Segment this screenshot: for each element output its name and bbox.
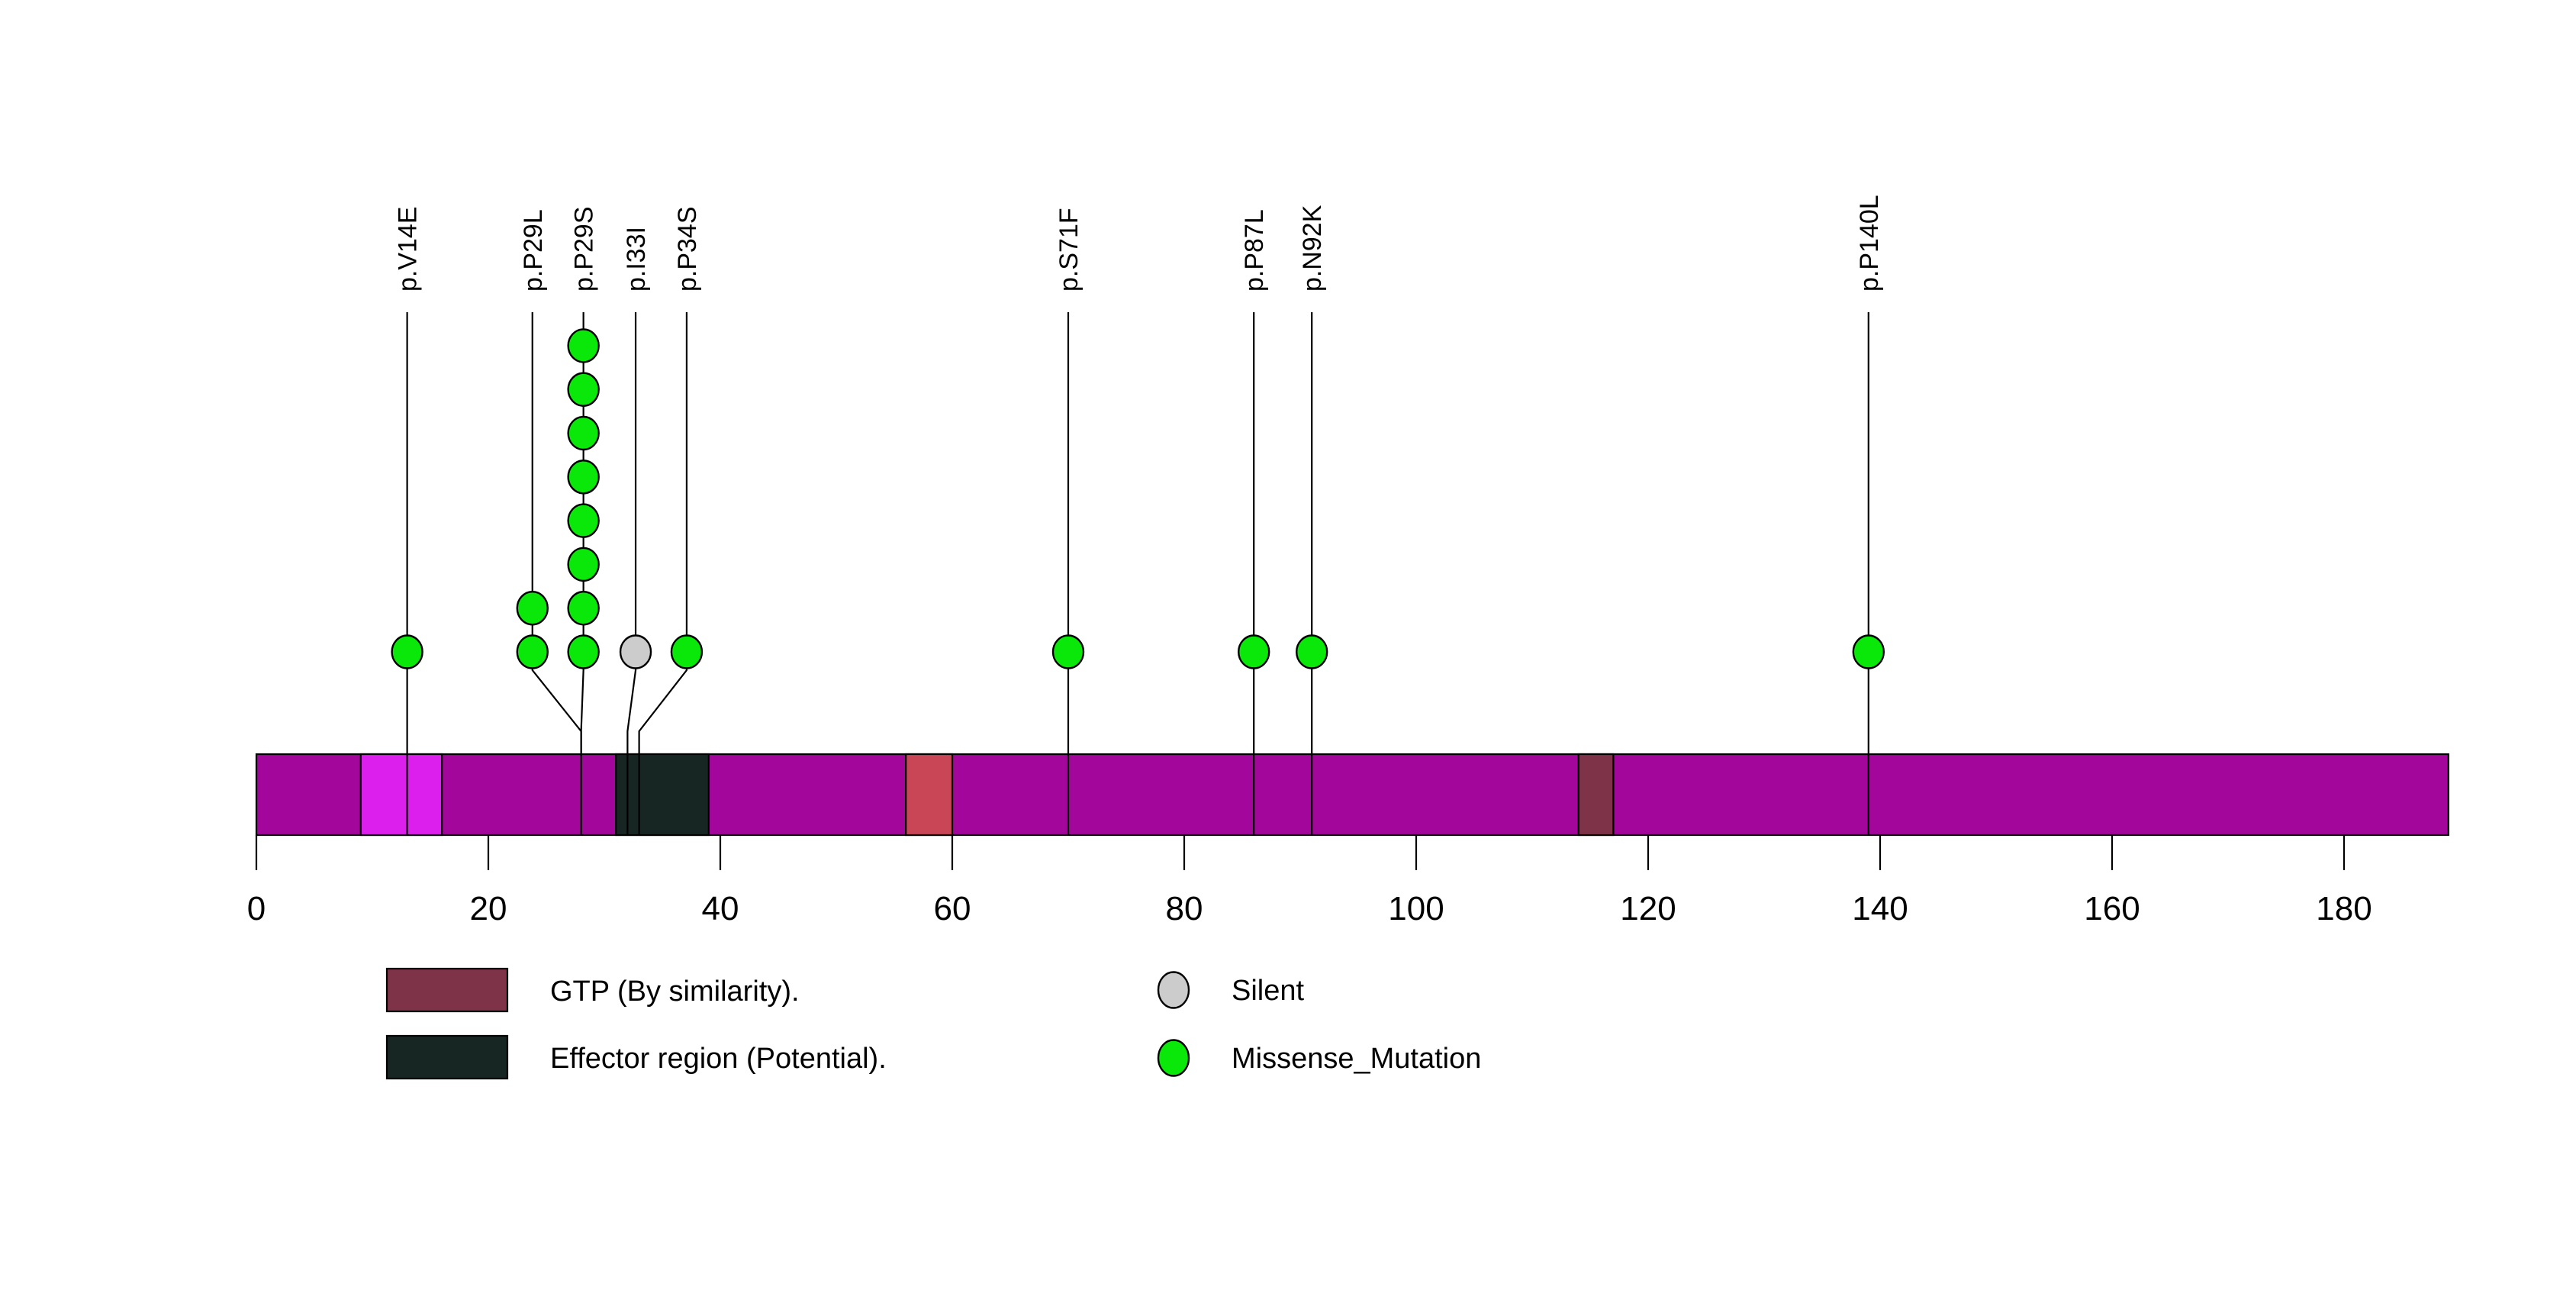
mutation-label: p.P34S [673, 206, 702, 292]
mutation-circle [567, 328, 600, 363]
axis-tick-label: 180 [2316, 890, 2372, 927]
legend-mutation-label-1: Missense_Mutation [1232, 1043, 1481, 1075]
protein-track [255, 753, 2449, 837]
mutation-circle [567, 415, 600, 451]
mutation-circle [567, 372, 600, 407]
mutation-circle [1051, 634, 1085, 669]
mutation-circle [567, 591, 600, 626]
mutation-circle [567, 547, 600, 582]
legend-domain-label-1: Effector region (Potential). [550, 1043, 887, 1075]
protein-backbone [255, 753, 2449, 837]
mutation-circle [516, 591, 549, 626]
legend-domain-label-0: GTP (By similarity). [550, 976, 800, 1008]
mutation-label: p.N92K [1298, 205, 1327, 292]
domain-rect-0 [359, 753, 443, 837]
mutation-label: p.P29S [570, 206, 599, 292]
mutation-circle [619, 634, 652, 669]
mutation-circle [1852, 634, 1885, 669]
axis-tick-label: 60 [934, 890, 971, 927]
mutation-label: p.S71F [1055, 208, 1084, 292]
mutation-circle [516, 634, 549, 669]
mutation-label: p.I33I [622, 227, 651, 292]
mutation-circles [391, 328, 1885, 669]
x-axis: 0 20 40 60 80 100 120 140 160 180 [247, 835, 2372, 927]
mutation-label: p.P29L [519, 209, 548, 292]
axis-tick-label: 80 [1166, 890, 1203, 927]
legend-mutation-swatch-1 [1157, 1039, 1190, 1077]
mutation-label: p.P87L [1240, 209, 1269, 292]
mutation-circle [567, 503, 600, 538]
mutation-label: p.P140L [1855, 195, 1884, 292]
mutation-circle [1295, 634, 1328, 669]
axis-tick-label: 120 [1620, 890, 1676, 927]
axis-tick-label: 100 [1388, 890, 1444, 927]
axis-tick-label: 0 [247, 890, 266, 927]
mutation-circle [1237, 634, 1270, 669]
legend: GTP (By similarity). Effector region (Pot… [385, 967, 1481, 1080]
domain-rect-3 [1577, 753, 1615, 837]
mutation-labels: p.V14E p.P29L p.P29S p.I33I p.P34S p.S71F p.P8… [394, 195, 1884, 292]
domain-rect-1 [615, 753, 710, 837]
legend-mutation-label-0: Silent [1232, 975, 1304, 1007]
mutation-circle [391, 634, 423, 669]
axis-tick-label: 140 [1852, 890, 1908, 927]
legend-domain-swatch-1 [385, 1034, 509, 1080]
legend-domain-swatch-0 [385, 967, 509, 1013]
mutation-circle [670, 634, 704, 669]
axis-tick-label: 20 [470, 890, 507, 927]
mutation-stem [626, 312, 637, 835]
mutation-stem [638, 312, 688, 835]
legend-mutation-swatch-0 [1157, 971, 1190, 1009]
axis-tick-label: 40 [702, 890, 739, 927]
mutation-label: p.V14E [394, 206, 423, 292]
domain-rect-2 [905, 753, 954, 837]
mutation-circle [567, 634, 600, 669]
mutation-circle [567, 460, 600, 495]
axis-tick-label: 160 [2084, 890, 2140, 927]
